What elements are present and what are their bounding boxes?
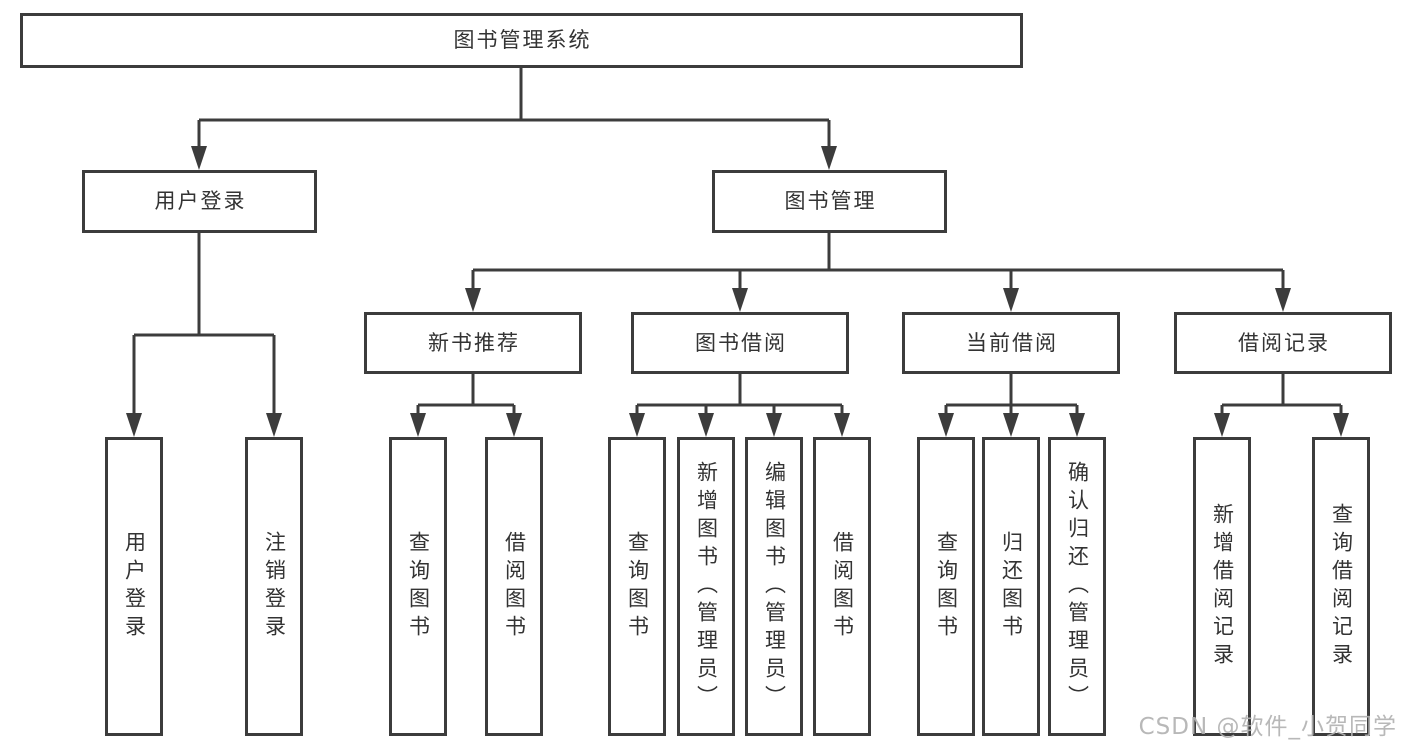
leaf-add-books-admin: 新增图书（管理员） <box>677 437 735 736</box>
leaf-borrow-query-books-label: 查询图书 <box>625 530 650 643</box>
leaf-recommend-query-books: 查询图书 <box>389 437 447 736</box>
leaf-user-login: 用户登录 <box>105 437 163 736</box>
leaf-current-query-books-label: 查询图书 <box>934 530 959 643</box>
leaf-confirm-return-admin-label: 确认归还（管理员） <box>1065 460 1090 713</box>
arrowhead <box>732 288 748 312</box>
leaf-edit-books-admin-label: 编辑图书（管理员） <box>762 460 787 713</box>
connector-new-book-recommend-to-leaves <box>410 374 522 437</box>
node-user-login-label: 用户登录 <box>154 189 247 213</box>
leaf-query-borrow-record-label: 查询借阅记录 <box>1329 502 1354 671</box>
leaf-add-borrow-record-label: 新增借阅记录 <box>1210 502 1235 671</box>
arrowhead <box>126 413 142 437</box>
leaf-borrow-books: 借阅图书 <box>813 437 871 736</box>
leaf-confirm-return-admin: 确认归还（管理员） <box>1048 437 1106 736</box>
node-library-system-label: 图书管理系统 <box>453 28 592 52</box>
arrowhead <box>1214 413 1230 437</box>
leaf-user-login-label: 用户登录 <box>122 530 147 643</box>
connector-borrow-records-to-leaves <box>1214 374 1349 437</box>
connector-book-management-to-level3 <box>465 233 1291 312</box>
leaf-logout-label: 注销登录 <box>262 530 287 643</box>
arrowhead <box>1333 413 1349 437</box>
connector-root-to-level2 <box>191 68 837 170</box>
node-book-borrow-label: 图书借阅 <box>695 330 787 355</box>
node-book-management: 图书管理 <box>712 170 947 233</box>
arrowhead <box>834 413 850 437</box>
node-current-borrow: 当前借阅 <box>902 312 1120 374</box>
leaf-recommend-query-books-label: 查询图书 <box>406 530 431 643</box>
node-library-system: 图书管理系统 <box>20 13 1023 68</box>
arrowhead <box>766 413 782 437</box>
arrowhead <box>465 288 481 312</box>
leaf-borrow-books-label: 借阅图书 <box>830 530 855 643</box>
watermark-text: CSDN @软件_小贺同学 <box>1138 714 1397 740</box>
arrowhead <box>191 146 207 170</box>
connector-user-login-to-leaves <box>126 233 282 437</box>
arrowhead <box>266 413 282 437</box>
node-new-book-recommend-label: 新书推荐 <box>428 330 520 355</box>
connector-book-borrow-to-leaves <box>629 374 850 437</box>
node-borrow-records: 借阅记录 <box>1174 312 1392 374</box>
leaf-add-borrow-record: 新增借阅记录 <box>1193 437 1251 736</box>
arrowhead <box>1003 288 1019 312</box>
arrowhead <box>629 413 645 437</box>
leaf-current-query-books: 查询图书 <box>917 437 975 736</box>
node-borrow-records-label: 借阅记录 <box>1238 330 1330 355</box>
node-book-management-label: 图书管理 <box>784 189 877 213</box>
leaf-recommend-borrow-books-label: 借阅图书 <box>502 530 527 643</box>
leaf-add-books-admin-label: 新增图书（管理员） <box>694 460 719 713</box>
arrowhead <box>698 413 714 437</box>
node-new-book-recommend: 新书推荐 <box>364 312 582 374</box>
node-book-borrow: 图书借阅 <box>631 312 849 374</box>
leaf-return-books: 归还图书 <box>982 437 1040 736</box>
arrowhead <box>821 146 837 170</box>
arrowhead <box>506 413 522 437</box>
node-current-borrow-label: 当前借阅 <box>966 330 1058 355</box>
leaf-query-borrow-record: 查询借阅记录 <box>1312 437 1370 736</box>
arrowhead <box>1069 413 1085 437</box>
node-user-login: 用户登录 <box>82 170 317 233</box>
arrowhead <box>938 413 954 437</box>
connector-current-borrow-to-leaves <box>938 374 1085 437</box>
leaf-recommend-borrow-books: 借阅图书 <box>485 437 543 736</box>
leaf-borrow-query-books: 查询图书 <box>608 437 666 736</box>
arrowhead <box>1275 288 1291 312</box>
arrowhead <box>1003 413 1019 437</box>
leaf-logout: 注销登录 <box>245 437 303 736</box>
leaf-edit-books-admin: 编辑图书（管理员） <box>745 437 803 736</box>
arrowhead <box>410 413 426 437</box>
leaf-return-books-label: 归还图书 <box>999 530 1024 643</box>
